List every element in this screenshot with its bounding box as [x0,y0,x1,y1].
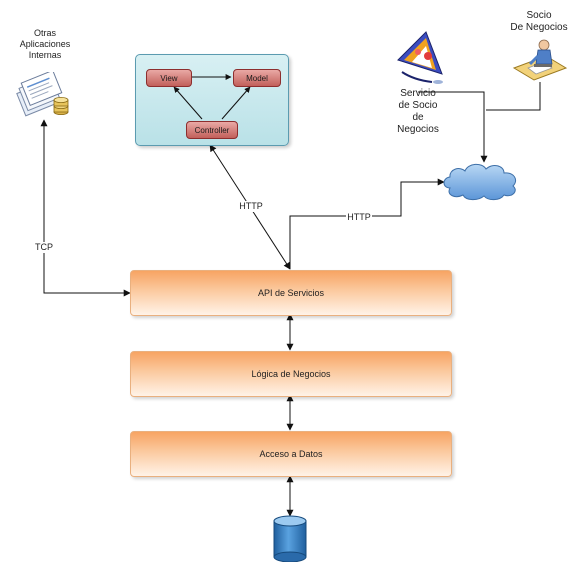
mvc-view-node: View [146,69,192,87]
layer-business-logic: Lógica de Negocios [130,351,452,397]
cloud-icon [443,163,517,201]
layer-api-services: API de Servicios [130,270,452,316]
mvc-arrows [173,74,251,120]
edge-http-cloud [289,178,445,269]
edge-service-cloud [418,91,488,163]
layer-data-access: Acceso a Datos [130,431,452,477]
mvc-panel: View Model Controller [135,54,289,146]
partner-service-icon [397,31,443,84]
other-apps-label: Otras Aplicaciones Internas [19,28,71,60]
documents-stack-icon [16,72,69,117]
mvc-model-node: Model [233,69,281,87]
edge-tcp [40,119,131,297]
edge-label-http-cloud: HTTP [346,212,372,223]
database-icon [273,515,307,562]
edge-label-tcp: TCP [33,242,55,253]
person-at-desk-icon [512,39,568,81]
mvc-controller-node: Controller [186,121,238,139]
partner-label: Socio De Negocios [510,10,568,33]
partner-service-label: Servicio de Socio de Negocios [397,88,439,135]
edge-partner-cloud [486,82,541,111]
edge-label-http-mvc: HTTP [238,201,264,212]
